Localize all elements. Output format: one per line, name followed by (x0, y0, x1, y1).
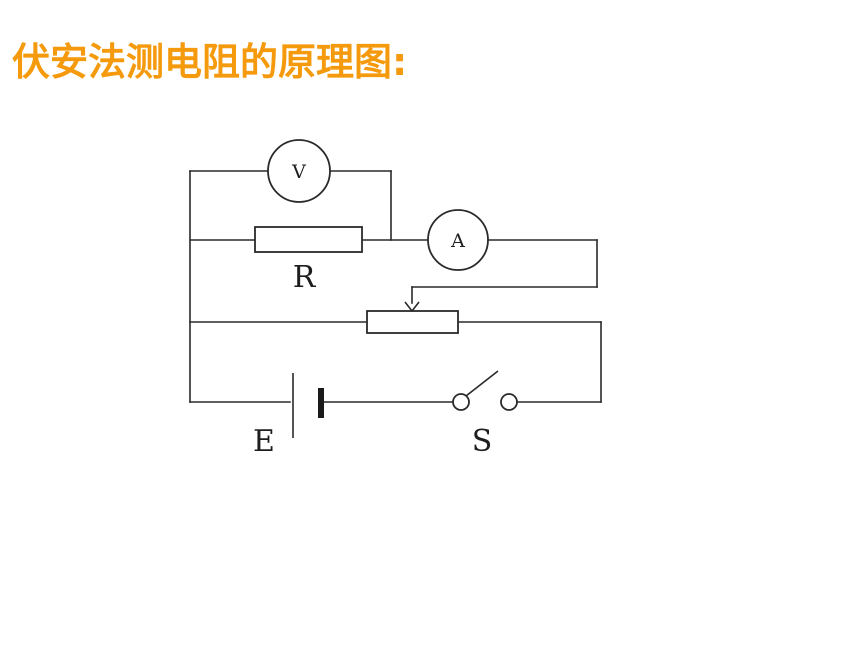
voltmeter-symbol: V (291, 161, 306, 183)
ammeter: A (427, 209, 489, 271)
battery (292, 373, 324, 438)
battery-label: E (253, 424, 275, 459)
switch (452, 370, 518, 411)
resistor-r (254, 226, 363, 253)
slide-title: 伏安法测电阻的原理图: (12, 40, 408, 84)
switch-label: S (472, 424, 493, 459)
ammeter-symbol: A (450, 230, 465, 252)
voltmeter: V (267, 139, 331, 203)
circuit-wires (189, 170, 602, 403)
rheostat (366, 301, 459, 334)
resistor-label: R (293, 260, 317, 295)
rheostat-slider-arrow-icon (404, 301, 420, 313)
